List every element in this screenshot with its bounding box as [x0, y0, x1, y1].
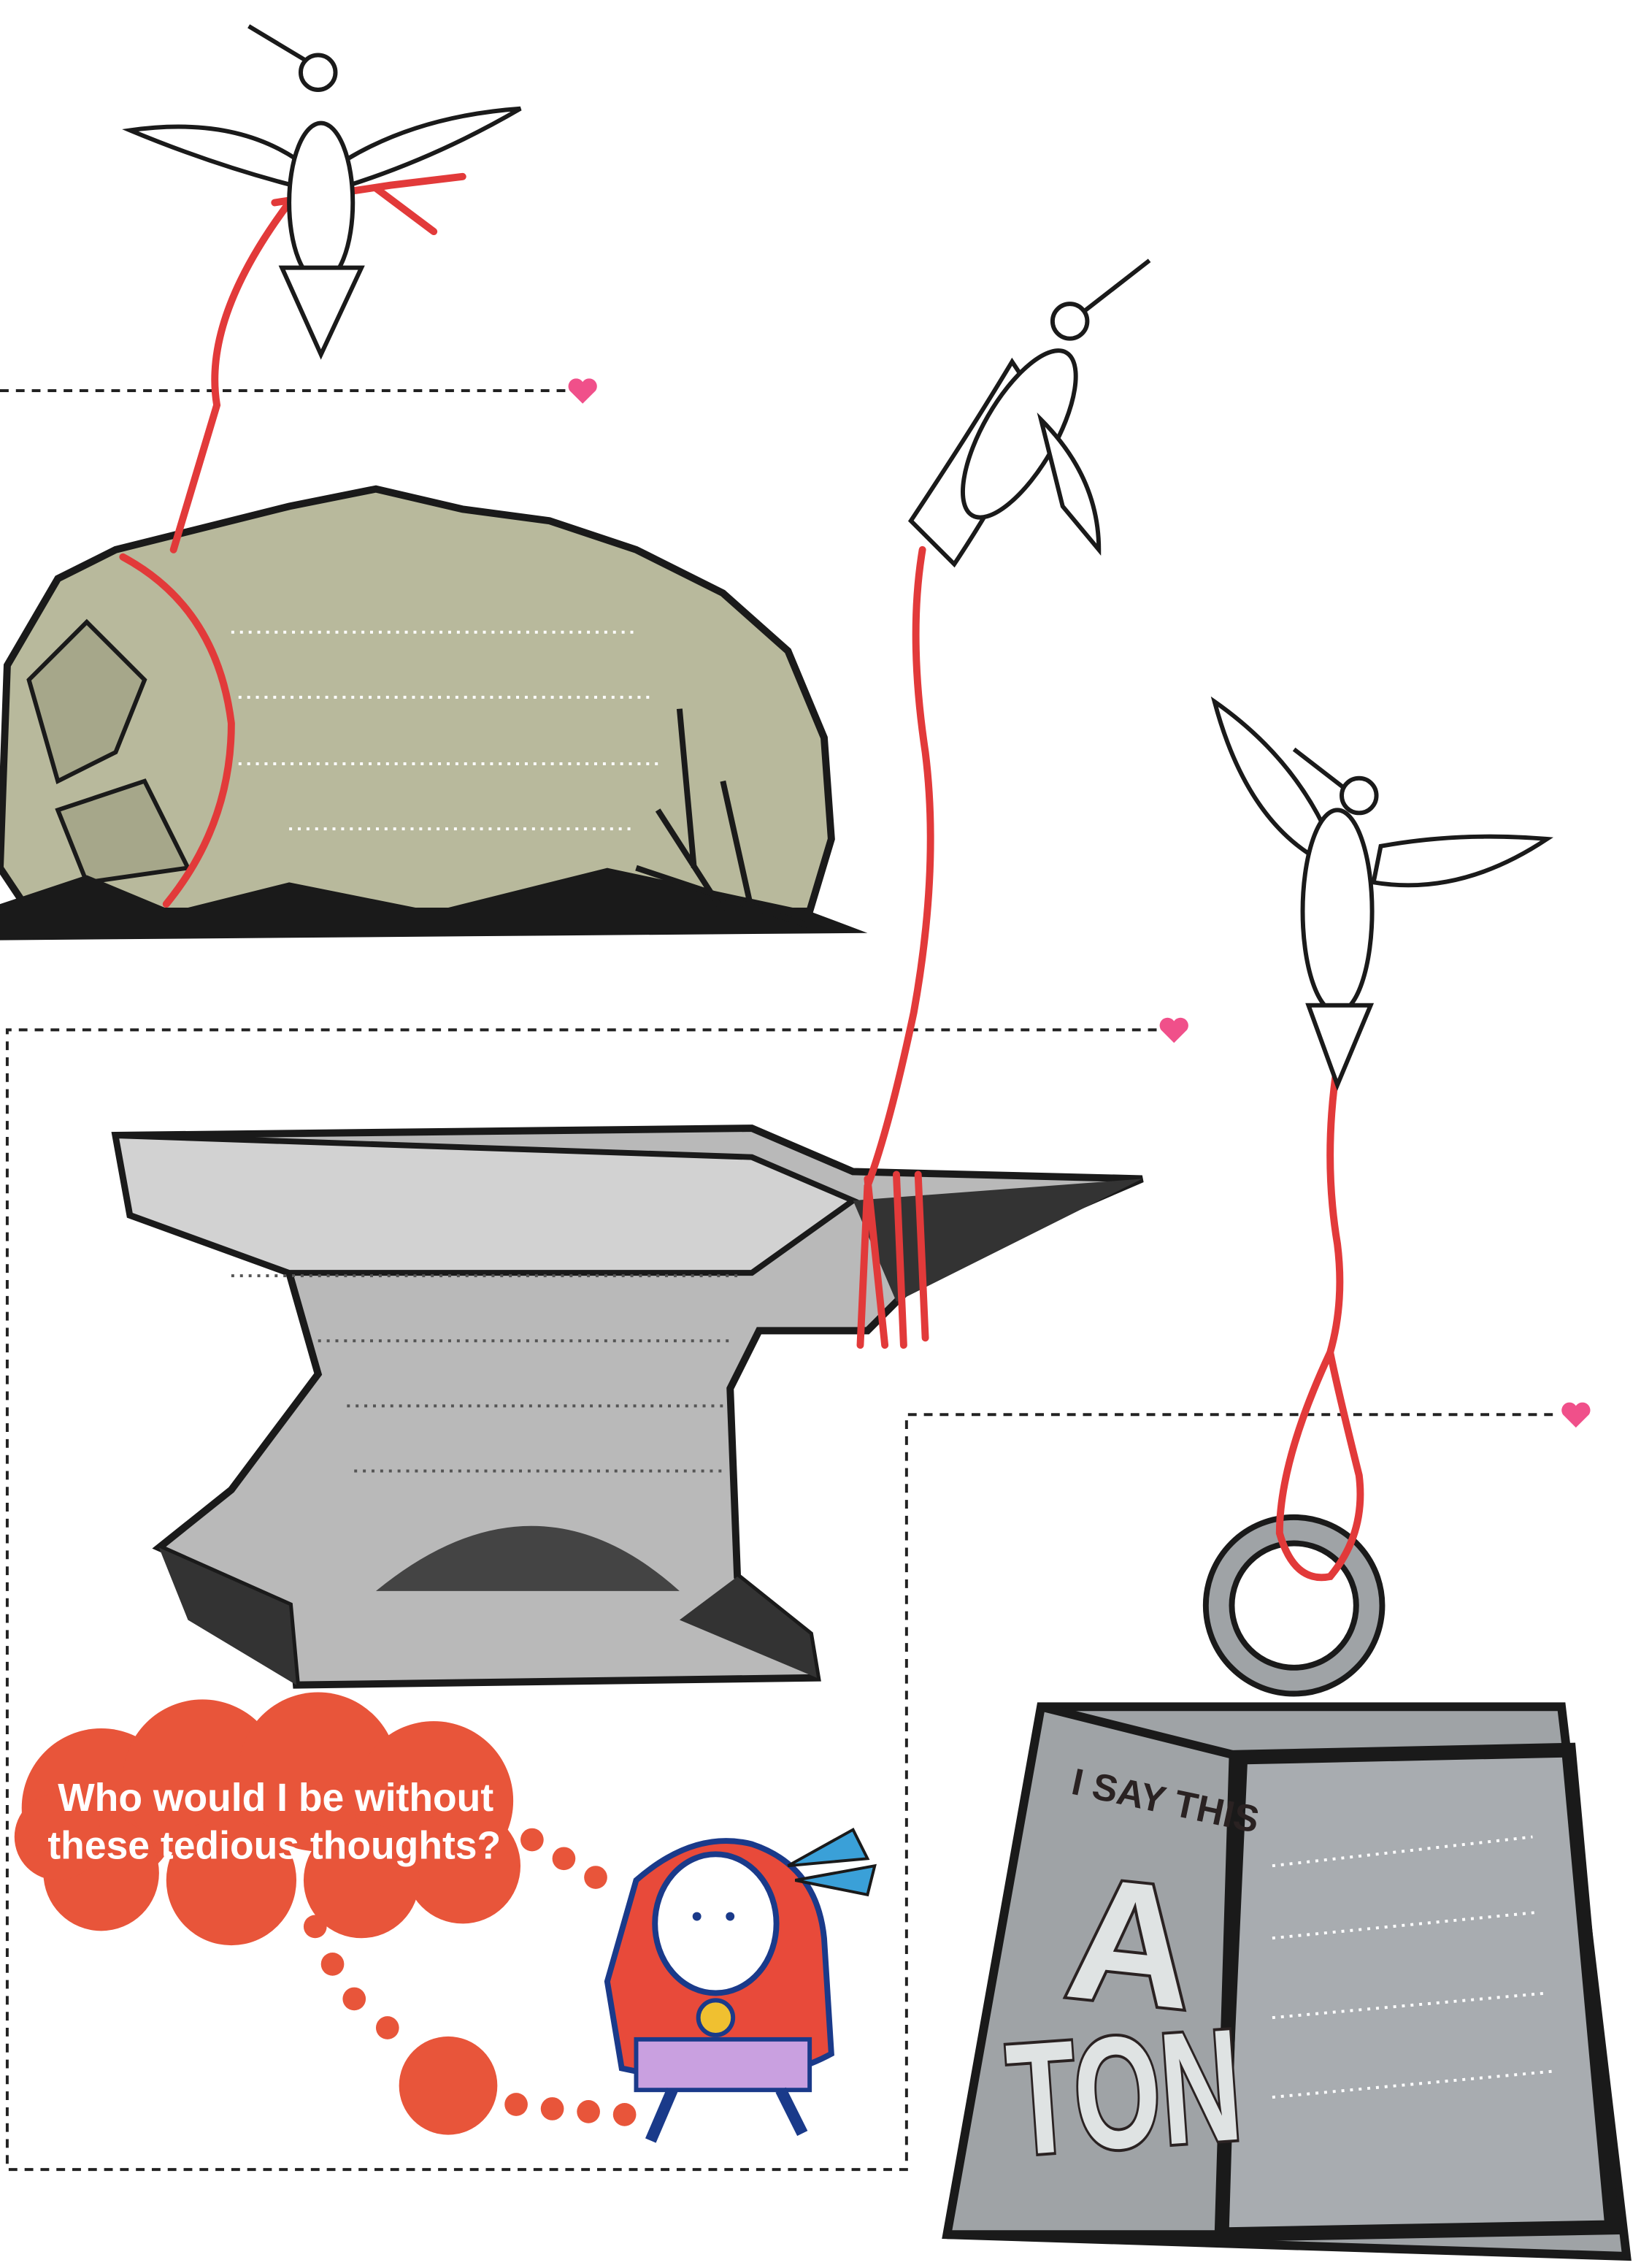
hearts — [568, 378, 1591, 1428]
heart-icon — [1159, 1017, 1188, 1043]
thought-trail-dots — [303, 1828, 637, 2135]
dashed-frames — [0, 388, 1559, 2172]
thought-text-line2: these tedious thoughts? — [47, 1824, 501, 1867]
hummingbird-icon — [907, 258, 1151, 568]
thought-text-line1: Who would I be without — [58, 1777, 493, 1820]
heart-icon — [568, 378, 597, 404]
anvil-writing-lines — [231, 1274, 738, 1473]
anvil-frame — [5, 1028, 1559, 2172]
boulder-writing-lines — [231, 630, 658, 831]
weight-label-big-letter: A — [1058, 1841, 1203, 2046]
thought-bubble: Who would I be without these tedious tho… — [14, 1692, 637, 2135]
boulder-illustration — [0, 485, 868, 940]
string-bird3-weight — [1275, 1059, 1364, 1582]
weight-illustration: I SAY THIS A TON — [942, 1514, 1632, 2261]
thinking-character-illustration — [604, 1827, 877, 2143]
hummingbird-icon — [1210, 696, 1554, 1091]
red-strings — [119, 172, 1364, 1582]
weight-writing-lines — [1272, 1835, 1555, 2099]
hummingbird-icon — [122, 24, 522, 360]
weight-label-bottom: TON — [1002, 1996, 1247, 2189]
anvil-illustration — [111, 1125, 1144, 1689]
string-bird1-boulder — [119, 199, 293, 908]
string-bird2-anvil — [856, 545, 934, 1349]
heart-icon — [1561, 1402, 1591, 1428]
